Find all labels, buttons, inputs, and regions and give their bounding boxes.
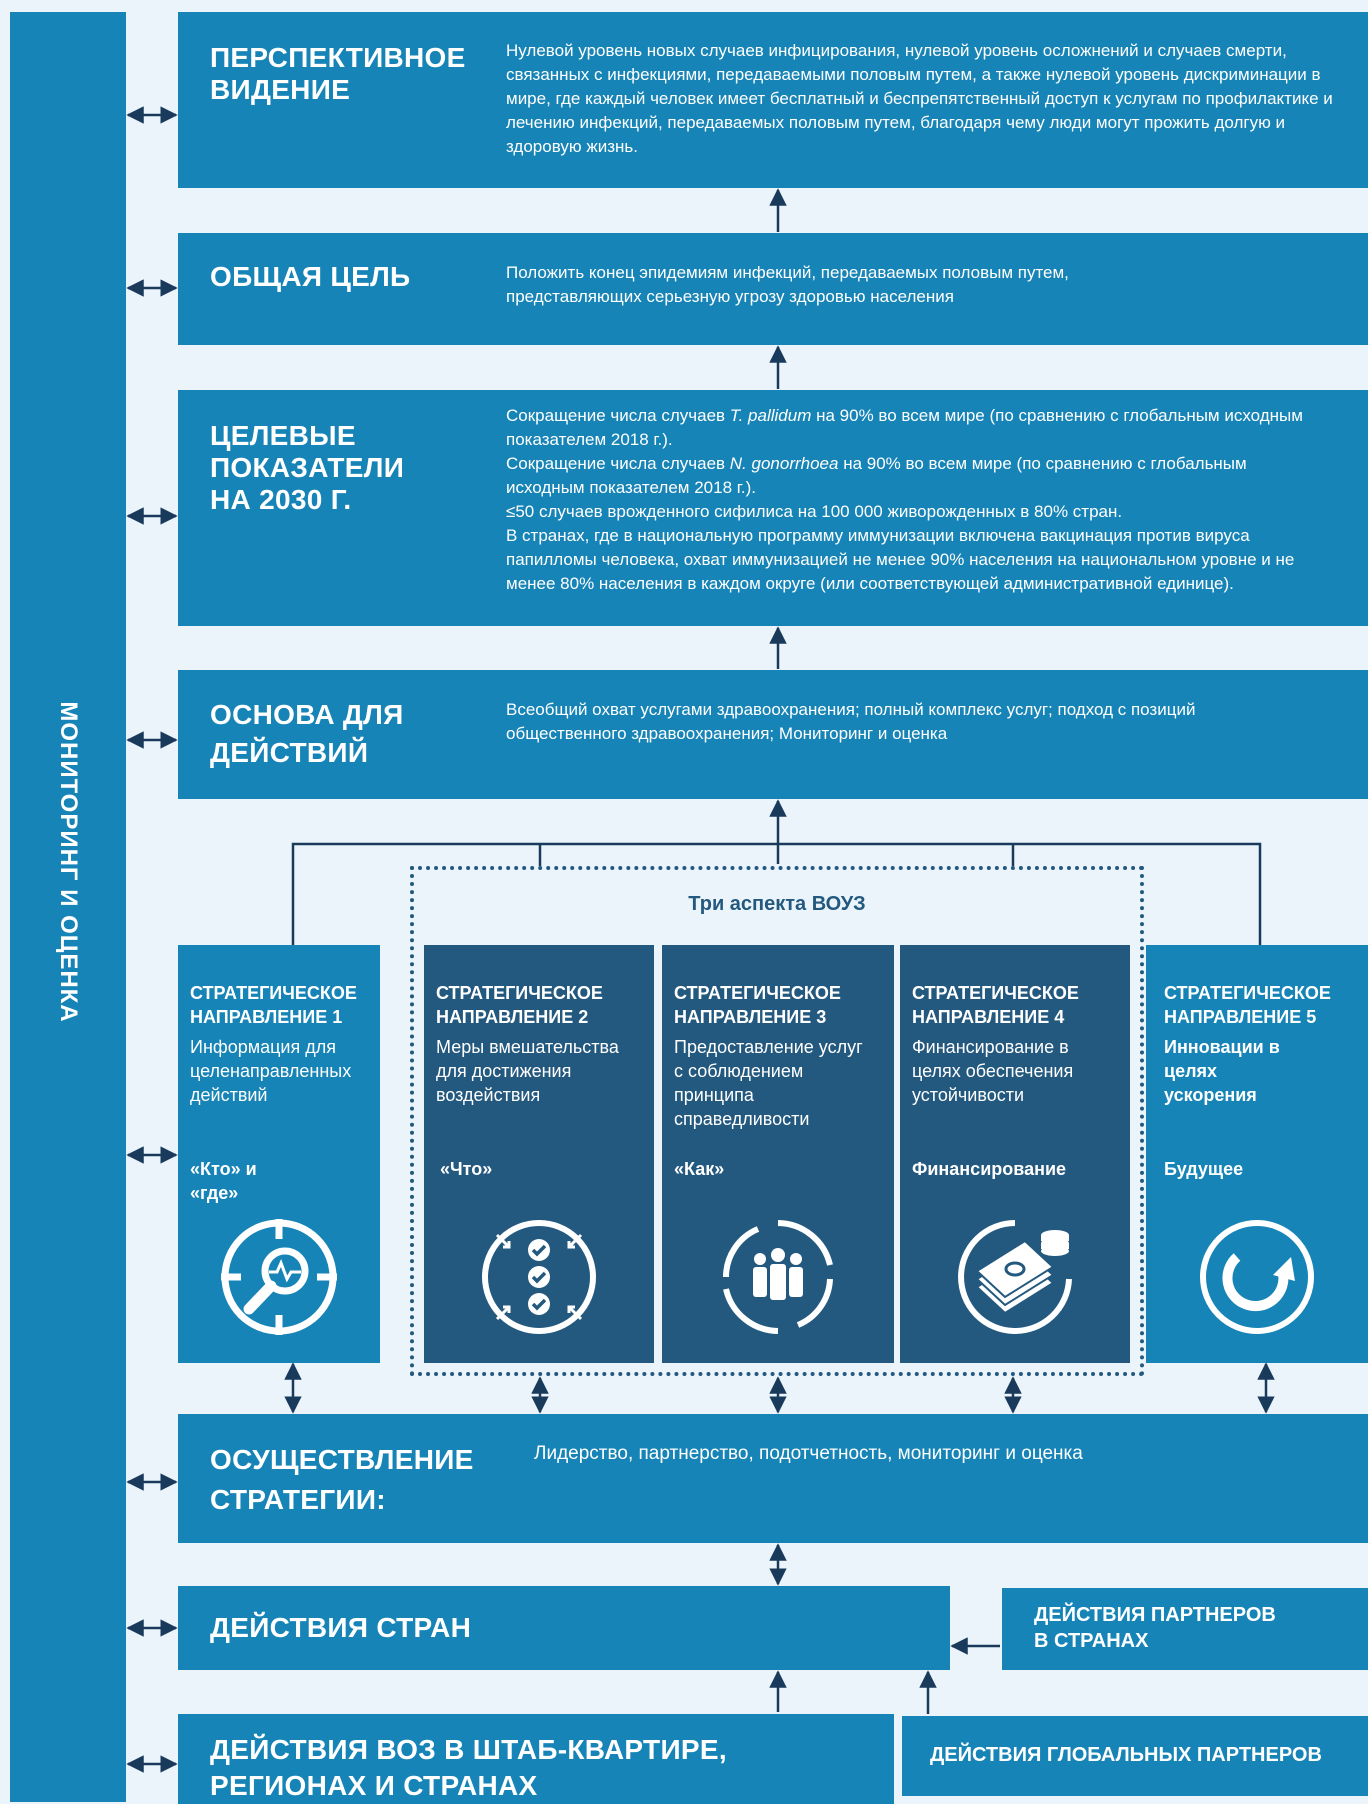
strategic-direction-3: СТРАТЕГИЧЕСКОЕ НАПРАВЛЕНИЕ 3 Предоставле…: [662, 945, 894, 1363]
framework-block: ОСНОВА ДЛЯ ДЕЙСТВИЙ Всеобщий охват услуг…: [178, 670, 1368, 799]
vision-text: Нулевой уровень новых случаев инфицирова…: [506, 41, 1333, 156]
implementation-block: ОСУЩЕСТВЛЕНИЕ СТРАТЕГИИ: Лидерство, парт…: [178, 1414, 1368, 1543]
magnifier-icon: [221, 1219, 337, 1335]
direction-2-desc: Меры вмешательства для достижения воздей…: [436, 1037, 619, 1105]
people-icon: [723, 1220, 833, 1334]
direction-1-key: «Кто» и «где»: [190, 1159, 257, 1203]
goal-block: ОБЩАЯ ЦЕЛЬ Положить конец эпидемиям инфе…: [178, 233, 1368, 345]
goal-text: Положить конец эпидемиям инфекций, перед…: [506, 263, 1069, 306]
target-syphilis: Сокращение числа случаев T. pallidum на …: [506, 406, 1303, 449]
targets-title: ЦЕЛЕВЫЕ ПОКАЗАТЕЛИ НА 2030 Г.: [210, 420, 405, 515]
framework-title: ОСНОВА ДЛЯ ДЕЙСТВИЙ: [210, 699, 404, 768]
direction-4-header: СТРАТЕГИЧЕСКОЕ НАПРАВЛЕНИЕ 4: [912, 983, 1079, 1027]
direction-3-key: «Как»: [674, 1159, 725, 1179]
direction-5-header: СТРАТЕГИЧЕСКОЕ НАПРАВЛЕНИЕ 5: [1164, 983, 1331, 1027]
direction-2-key: «Что»: [440, 1159, 493, 1179]
direction-4-key: Финансирование: [912, 1159, 1067, 1179]
direction-4-desc: Финансирование в целях обеспечения устой…: [912, 1037, 1074, 1105]
checklist-icon: [482, 1220, 596, 1334]
direction-5-desc: Инновации в целях ускорения: [1164, 1037, 1280, 1105]
partners-country-title: ДЕЙСТВИЯ ПАРТНЕРОВ В СТРАНАХ: [1034, 1604, 1276, 1652]
monitoring-sidebar: [10, 12, 126, 1802]
goal-title: ОБЩАЯ ЦЕЛЬ: [210, 261, 411, 292]
direction-1-desc: Информация для целенаправленных действий: [190, 1037, 352, 1105]
implementation-text: Лидерство, партнерство, подотчетность, м…: [534, 1443, 1083, 1464]
direction-1-header: СТРАТЕГИЧЕСКОЕ НАПРАВЛЕНИЕ 1: [190, 983, 357, 1027]
target-gonorrhoea: Сокращение числа случаев N. gonorrhoea н…: [506, 454, 1247, 497]
global-partners-block: ДЕЙСТВИЯ ГЛОБАЛЬНЫХ ПАРТНЕРОВ: [902, 1716, 1368, 1796]
global-partners-title: ДЕЙСТВИЯ ГЛОБАЛЬНЫХ ПАРТНЕРОВ: [930, 1744, 1322, 1766]
country-actions-block: ДЕЙСТВИЯ СТРАН: [178, 1586, 950, 1670]
targets-text: Сокращение числа случаев T. pallidum на …: [506, 404, 1326, 596]
refresh-arrow-icon: [1200, 1220, 1314, 1334]
uhc-label: Три аспекта ВОУЗ: [688, 893, 866, 915]
target-hpv: В странах, где в национальную программу …: [506, 526, 1295, 593]
direction-3-header: СТРАТЕГИЧЕСКОЕ НАПРАВЛЕНИЕ 3: [674, 983, 841, 1027]
target-congenital-syphilis: ≤50 случаев врожденного сифилиса на 100 …: [506, 502, 1123, 521]
direction-3-desc: Предоставление услуг с соблюдением принц…: [674, 1037, 863, 1129]
direction-5-key: Будущее: [1164, 1159, 1244, 1179]
vision-block: ПЕРСПЕКТИВНОЕ ВИДЕНИЕ Нулевой уровень но…: [178, 12, 1368, 188]
uhc-frame: [410, 866, 1144, 1376]
vision-title: ПЕРСПЕКТИВНОЕ ВИДЕНИЕ: [210, 42, 466, 105]
targets-block: ЦЕЛЕВЫЕ ПОКАЗАТЕЛИ НА 2030 Г. Сокращение…: [178, 390, 1368, 626]
direction-2-header: СТРАТЕГИЧЕСКОЕ НАПРАВЛЕНИЕ 2: [436, 983, 603, 1027]
strategic-direction-1: СТРАТЕГИЧЕСКОЕ НАПРАВЛЕНИЕ 1 Информация …: [178, 945, 380, 1363]
money-icon: [958, 1220, 1072, 1334]
framework-text: Всеобщий охват услугами здравоохранения;…: [506, 700, 1196, 743]
who-actions-block: ДЕЙСТВИЯ ВОЗ В ШТАБ-КВАРТИРЕ, РЕГИОНАХ И…: [178, 1714, 894, 1804]
strategic-direction-4: СТРАТЕГИЧЕСКОЕ НАПРАВЛЕНИЕ 4 Финансирова…: [900, 945, 1130, 1363]
implementation-title: ОСУЩЕСТВЛЕНИЕ СТРАТЕГИИ:: [210, 1444, 474, 1515]
country-actions-title: ДЕЙСТВИЯ СТРАН: [210, 1612, 472, 1643]
strategic-direction-2: СТРАТЕГИЧЕСКОЕ НАПРАВЛЕНИЕ 2 Меры вмешат…: [424, 945, 654, 1363]
partners-country-block: ДЕЙСТВИЯ ПАРТНЕРОВ В СТРАНАХ: [1002, 1588, 1368, 1670]
strategic-direction-5: СТРАТЕГИЧЕСКОЕ НАПРАВЛЕНИЕ 5 Инновации в…: [1146, 945, 1368, 1363]
